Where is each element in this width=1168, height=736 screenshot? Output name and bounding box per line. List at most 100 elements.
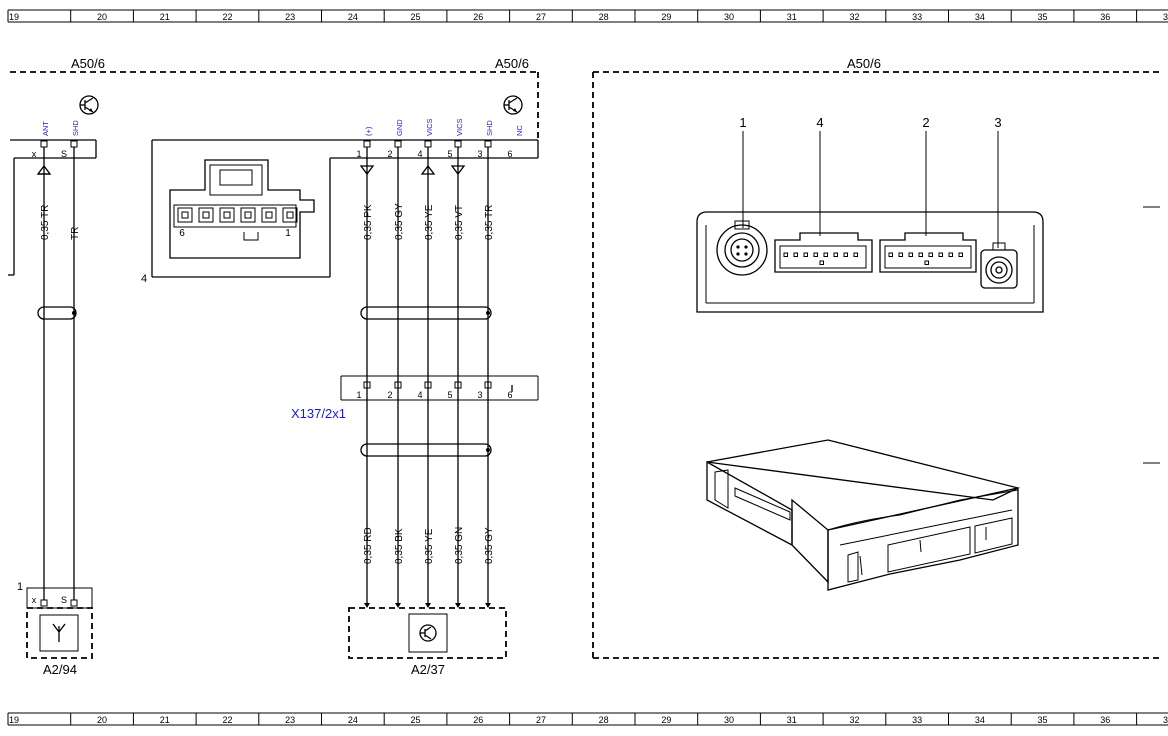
plug-pin-1-label: 1 — [285, 228, 291, 239]
plug-pin-slot — [177, 207, 193, 223]
antenna-icon — [52, 623, 66, 642]
pin-terminal — [40, 599, 48, 607]
pin-terminal — [484, 140, 492, 148]
grid-column-number: 21 — [160, 12, 170, 22]
grid-column-number: 31 — [787, 715, 797, 725]
component-view-box — [592, 71, 1160, 659]
pin-terminal — [363, 140, 371, 148]
pin-number-label: x — [32, 595, 37, 605]
wire-color-label: 0,35 YE — [424, 204, 435, 240]
plug-pin-slot — [282, 207, 298, 223]
pin-number-label: x — [32, 149, 37, 159]
pin-terminal — [394, 381, 402, 389]
connector-pin-number: 2 — [387, 390, 392, 400]
housing-ref-number: 4 — [141, 273, 147, 285]
grid-column-number: 25 — [411, 715, 421, 725]
grid-column-number: 29 — [661, 12, 671, 22]
pin-number-label: 5 — [447, 149, 452, 159]
wire-color-label: 0,35 GY — [394, 203, 405, 240]
transistor-icon — [503, 95, 523, 115]
plug-connector-view — [169, 159, 315, 259]
pin-end-marker — [455, 603, 461, 608]
plug-pin-slot — [261, 207, 277, 223]
twisted-pair-shield — [360, 306, 492, 320]
view-callout-number: 2 — [922, 115, 929, 130]
pin-number-label: 2 — [387, 149, 392, 159]
grid-column-number: 37 — [1163, 715, 1168, 725]
grid-column-number: 35 — [1038, 12, 1048, 22]
connector-pin-number: 1 — [356, 390, 361, 400]
connector-pin-number: 6 — [507, 390, 512, 400]
pin-signal-label: GND — [395, 119, 404, 136]
round-socket-icon — [716, 220, 768, 276]
grid-column-number: 28 — [599, 715, 609, 725]
connector-pin-number: 3 — [477, 390, 482, 400]
pin-number-label: 4 — [417, 149, 422, 159]
grid-column-number: 32 — [849, 12, 859, 22]
wire-color-label: 0,35 BK — [394, 528, 405, 564]
grid-column-number: 29 — [661, 715, 671, 725]
wire-color-label: 0,35 RD — [363, 527, 374, 564]
pin-signal-label: NC — [515, 125, 524, 136]
pin-header-icon — [879, 232, 977, 273]
pin-number-label: S — [61, 595, 67, 605]
pin-signal-label: ANT — [41, 121, 50, 136]
module-label-right: A50/6 — [495, 56, 529, 71]
wire-color-label: TR — [70, 227, 81, 240]
pin-signal-label: SHD — [71, 120, 80, 136]
grid-column-number: 33 — [912, 12, 922, 22]
grid-column-number: 24 — [348, 12, 358, 22]
pin-terminal — [363, 381, 371, 389]
module-housing-outline — [151, 139, 539, 278]
grid-column-number: 30 — [724, 715, 734, 725]
transistor-icon — [79, 95, 99, 115]
pin-number-label: 3 — [477, 149, 482, 159]
pin-number-label: S — [61, 149, 67, 159]
grid-column-number: 26 — [473, 12, 483, 22]
connector-pin-number: 5 — [447, 390, 452, 400]
pin-end-marker — [425, 603, 431, 608]
grid-column-number: 19 — [9, 715, 19, 725]
grid-column-number: 32 — [849, 715, 859, 725]
wire-color-label: 0,35 TR — [484, 205, 495, 240]
connector-label: X137/2x1 — [291, 406, 346, 421]
antenna-component-label: A2/94 — [43, 662, 77, 677]
pin-terminal — [40, 140, 48, 148]
pin-terminal — [424, 381, 432, 389]
pin-signal-label: SHD — [485, 120, 494, 136]
pin-terminal — [70, 140, 78, 148]
grid-column-number: 37 — [1163, 12, 1168, 22]
grid-column-number: 27 — [536, 715, 546, 725]
pin-signal-label: (+) — [364, 126, 373, 136]
twisted-pair-shield — [360, 443, 492, 457]
plug-pin-slot — [219, 207, 235, 223]
pin-terminal — [454, 140, 462, 148]
signal-direction-arrow — [359, 165, 375, 176]
plug-pins — [177, 207, 298, 223]
pin-end-marker — [395, 603, 401, 608]
module-label-left: A50/6 — [71, 56, 105, 71]
pin-signal-label: VICS — [425, 118, 434, 136]
header-pins — [783, 252, 963, 265]
pin-terminal — [484, 381, 492, 389]
grid-column-number: 20 — [97, 715, 107, 725]
module-a50-6-left-box — [8, 71, 539, 276]
view-callout-number: 1 — [739, 115, 746, 130]
antenna-component-a2-94 — [26, 587, 93, 659]
view-callout-number: 3 — [994, 115, 1001, 130]
signal-direction-arrow — [420, 164, 436, 175]
antenna-ref-number: 1 — [17, 581, 23, 593]
transistor-icon — [419, 624, 437, 642]
pin-terminal — [394, 140, 402, 148]
component-view-label: A50/6 — [847, 56, 881, 71]
pin-header-icon — [774, 232, 873, 273]
grid-column-number: 36 — [1100, 12, 1110, 22]
grid-column-number: 34 — [975, 12, 985, 22]
wire-color-label: 0,35 GY — [484, 527, 495, 564]
grid-column-number: 21 — [160, 715, 170, 725]
grid-column-number: 27 — [536, 12, 546, 22]
grid-ruler-bottom-labels: 19202122232425262728293031323334353637 — [9, 715, 1168, 725]
